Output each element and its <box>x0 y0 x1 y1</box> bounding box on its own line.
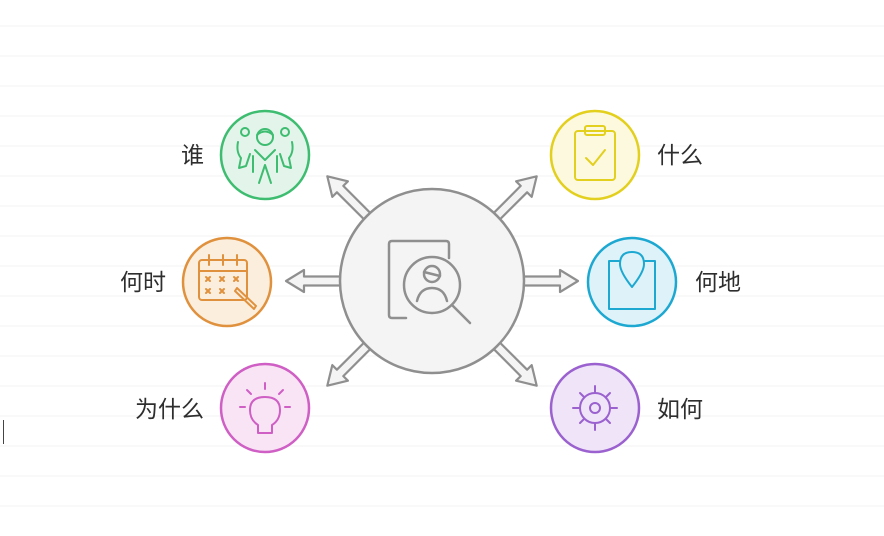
clipboard-check-icon <box>574 125 616 181</box>
node-what <box>549 109 641 201</box>
map-pin-icon <box>608 251 656 310</box>
node-why <box>219 362 311 454</box>
node-when <box>181 236 273 328</box>
node-who-label: 谁 <box>181 143 204 169</box>
node-what-label: 什么 <box>657 143 703 169</box>
node-how-label: 如何 <box>657 397 703 423</box>
gear-icon <box>572 385 618 431</box>
node-who-circle <box>219 109 311 201</box>
text-cursor <box>3 420 4 444</box>
node-when-label: 何时 <box>120 270 166 296</box>
node-how-circle <box>549 362 641 454</box>
node-when-circle <box>181 236 273 328</box>
lightbulb-icon <box>239 382 291 434</box>
node-what-circle <box>549 109 641 201</box>
person-search-icon <box>387 239 472 325</box>
calendar-icon <box>198 254 257 310</box>
node-how <box>549 362 641 454</box>
node-why-circle <box>219 362 311 454</box>
center-hub <box>338 187 526 375</box>
node-who <box>219 109 311 201</box>
group-people-icon <box>236 127 294 184</box>
node-where-label: 何地 <box>695 270 741 296</box>
node-where <box>586 236 678 328</box>
node-why-label: 为什么 <box>135 397 204 423</box>
